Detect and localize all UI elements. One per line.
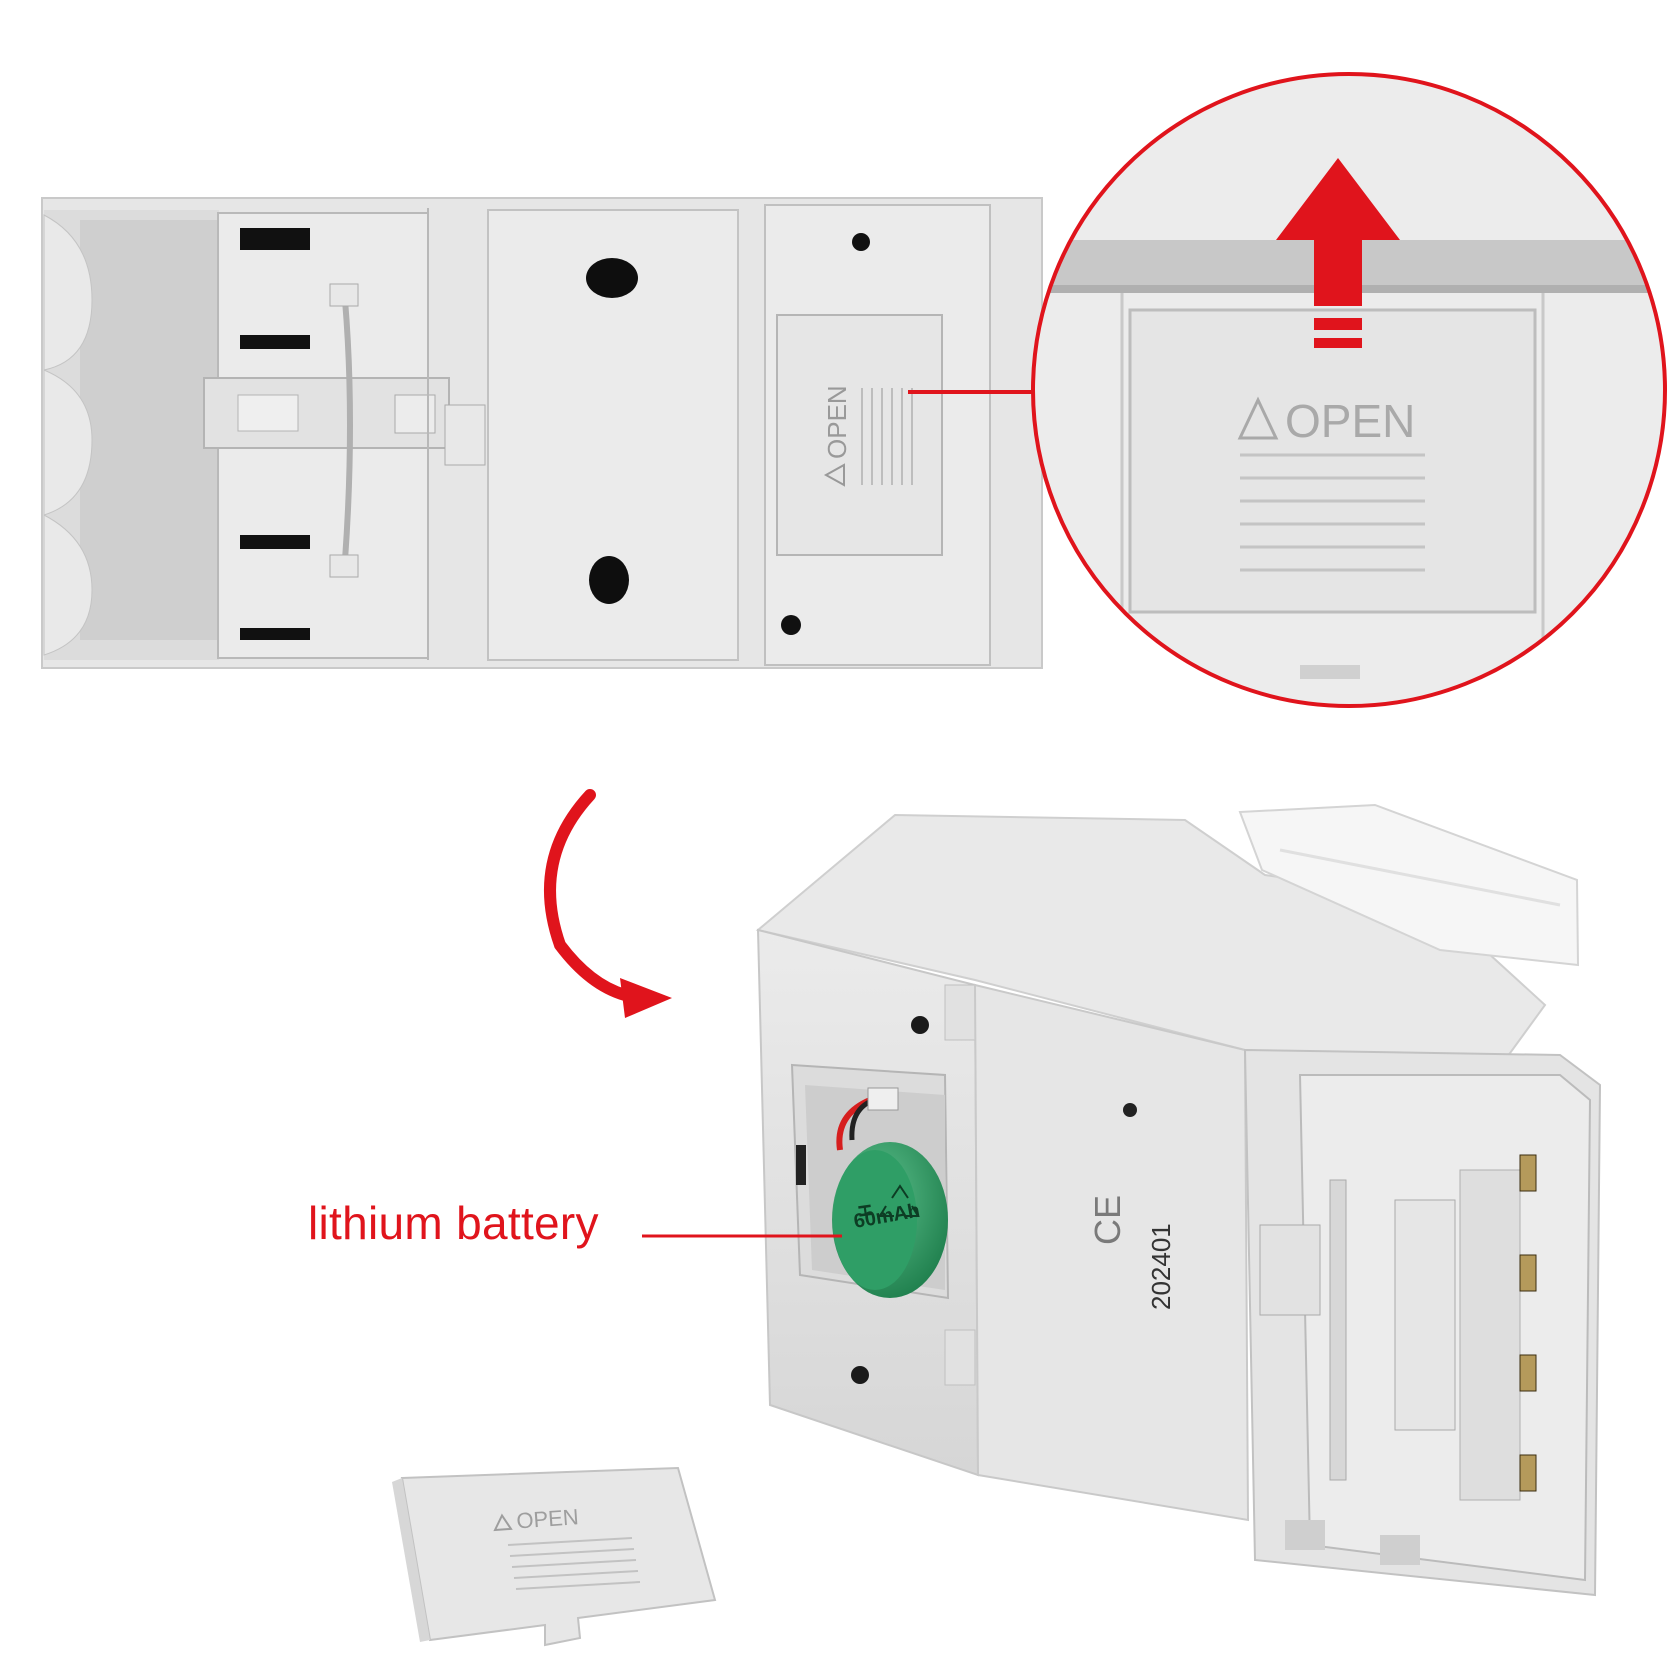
rotate-arrow-icon (544, 789, 672, 1018)
lithium-battery: H 60mAh (832, 1142, 948, 1298)
svg-text:202401: 202401 (1146, 1223, 1176, 1310)
open-triangle-icon-detached (493, 1513, 513, 1532)
cover-ribs-small (861, 388, 913, 485)
pull-up-arrow-icon (1276, 158, 1400, 348)
open-triangle-icon-large (1237, 396, 1279, 440)
cover-open-label-large: OPEN (1285, 395, 1415, 447)
zoom-inset: OPEN (1031, 72, 1667, 708)
ce-mark: CE (1087, 1195, 1128, 1245)
open-triangle-icon (823, 463, 845, 487)
svg-text:CE: CE (1087, 1195, 1128, 1245)
device-back-view: OPEN (41, 197, 1043, 669)
svg-text:OPEN: OPEN (516, 1504, 580, 1533)
cover-ribs-large (1240, 453, 1425, 572)
recycle-icon (878, 1184, 920, 1217)
svg-text:H: H (854, 1203, 876, 1219)
battery-callout-label: lithium battery (308, 1197, 599, 1249)
cover-open-label-detached: OPEN (493, 1504, 580, 1533)
model-code: 202401 (1146, 1223, 1176, 1310)
device-open-view: H 60mAh CE 202401 (642, 803, 1602, 1597)
detached-battery-cover: OPEN (392, 1466, 717, 1647)
svg-text:OPEN: OPEN (822, 385, 852, 459)
cover-open-label-small: OPEN (822, 385, 852, 487)
